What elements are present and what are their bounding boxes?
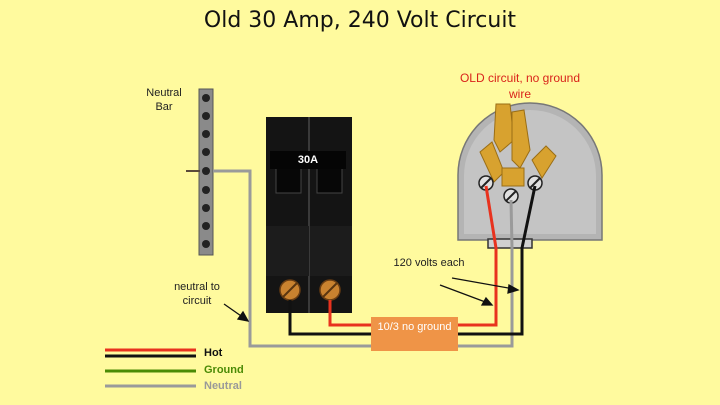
annotation-arrows bbox=[223, 277, 520, 322]
neutral-to-circuit-label: neutral to circuit bbox=[174, 281, 220, 307]
neutral-bar-screws bbox=[202, 94, 210, 248]
old-circuit-label: OLD circuit, no ground wire bbox=[459, 71, 581, 101]
receptacle-prongs bbox=[479, 103, 557, 187]
hot-wire-red bbox=[328, 185, 498, 327]
breaker-step-right bbox=[310, 226, 352, 276]
volts-each-label: 120 volts each bbox=[393, 257, 465, 269]
legend-ground-label: Ground bbox=[204, 364, 244, 376]
legend-neutral-label: Neutral bbox=[204, 380, 242, 392]
breaker-step-left bbox=[266, 226, 309, 276]
cable-box bbox=[371, 317, 458, 351]
page-title: Old 30 Amp, 240 Volt Circuit bbox=[203, 8, 517, 33]
receptacle-clamp bbox=[487, 238, 533, 249]
receptacle-terminal-screws bbox=[478, 175, 543, 204]
legend-lines bbox=[105, 348, 196, 388]
cable-label: 10/3 no ground bbox=[377, 321, 452, 333]
hot-wire-black bbox=[288, 185, 537, 336]
breaker-handle-right bbox=[316, 166, 343, 194]
breaker-rating-label: 30A bbox=[270, 151, 346, 169]
breaker-handle-left bbox=[275, 166, 302, 194]
legend-hot-label: Hot bbox=[204, 347, 223, 359]
neutral-bar-label: Neutral Bar bbox=[146, 87, 182, 113]
